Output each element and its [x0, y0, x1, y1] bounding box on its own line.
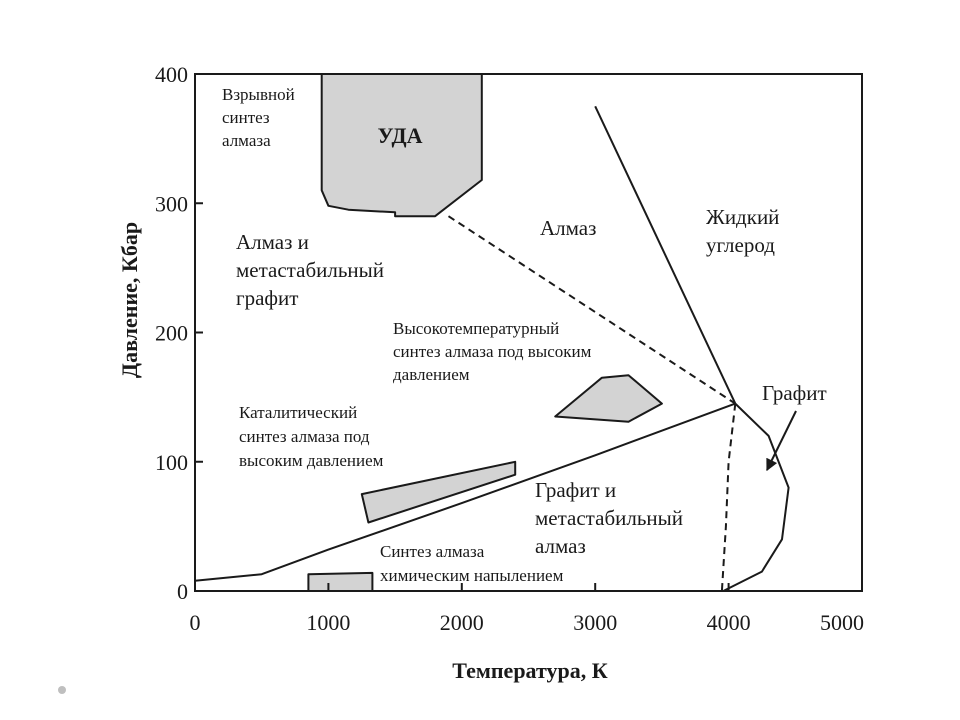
slide-bullet-dot [58, 686, 66, 694]
x-tick-label-4: 4000 [707, 610, 751, 635]
phase-boundary-line-4 [722, 402, 790, 592]
x-tick-label-2: 2000 [440, 610, 484, 635]
y-tick-label-4: 400 [155, 62, 188, 87]
y-tick-label-1: 100 [155, 450, 188, 475]
annotation-diamond-metastable-graphite: Алмаз и метастабильный графит [236, 230, 389, 310]
synthesis-region-3 [307, 571, 374, 592]
synthesis-region-0 [320, 73, 483, 218]
phase-boundary-line-2 [594, 105, 737, 405]
annotation-diamond: Алмаз [540, 216, 596, 240]
annotation-cvd-synthesis: Синтез алмаза химическим напылением [380, 542, 564, 585]
phase-boundary-line-0 [194, 402, 736, 582]
x-tick-label-1: 1000 [306, 610, 350, 635]
x-axis-title: Температура, К [452, 658, 607, 683]
annotation-graphite-metastable-diamond: Графит и метастабильный алмаз [535, 478, 688, 558]
annotation-liquid-carbon: Жидкий углерод [706, 205, 785, 257]
area-label-uda: УДА [378, 123, 423, 148]
annotation-graphite: Графит [762, 381, 827, 405]
graphite-pointer-arrow [766, 410, 797, 472]
synthesis-region-2 [360, 460, 517, 524]
y-tick-label-3: 300 [155, 191, 188, 216]
x-tick-label-0: 0 [190, 610, 201, 635]
phase-boundary-line-1 [447, 215, 736, 405]
annotation-explosive-synthesis: Взрывной синтез алмаза [222, 85, 299, 150]
x-tick-label-3: 3000 [573, 610, 617, 635]
y-tick-label-2: 200 [155, 321, 188, 346]
x-tick-label-5: 5000 [820, 610, 864, 635]
synthesis-region-1 [554, 374, 663, 423]
phase-boundary-line-3 [720, 403, 737, 592]
annotation-catalytic-synthesis: Каталитический синтез алмаза под высоким… [239, 403, 384, 470]
y-axis-title: Давление, Кбар [117, 222, 142, 378]
y-tick-label-0: 0 [177, 579, 188, 604]
annotation-high-temperature-synthesis: Высокотемпературный синтез алмаза под вы… [393, 319, 596, 384]
